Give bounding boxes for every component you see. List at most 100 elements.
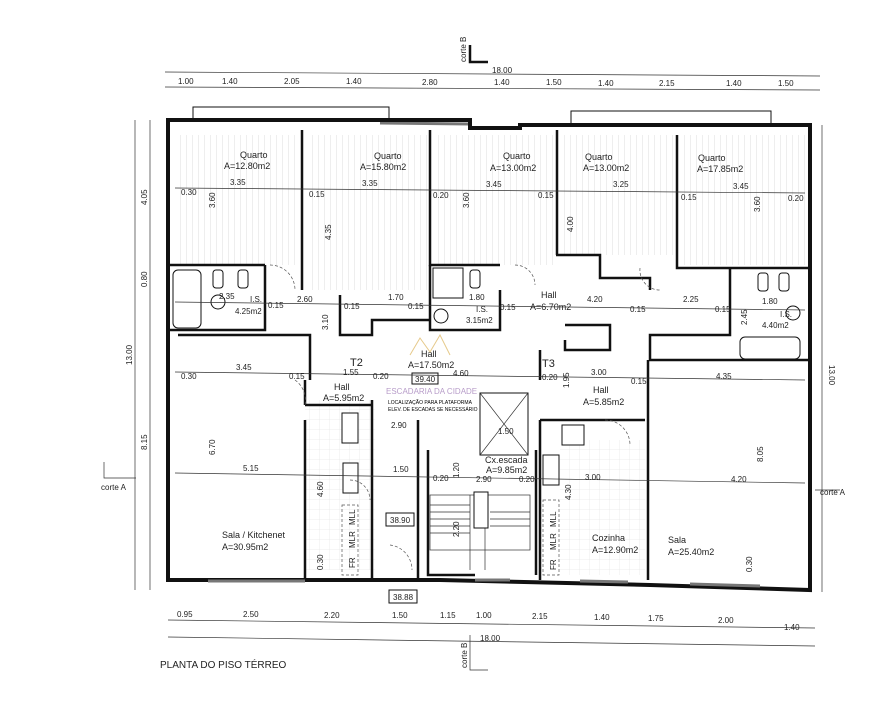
dimension-label: 4.35	[324, 224, 333, 240]
dimension-label: A=17.85m2	[697, 164, 743, 174]
room-sala-kitchenet: Sala / Kitchenet	[222, 530, 286, 540]
room-is-2: I.S.	[476, 305, 488, 314]
dimension-label: LOCALIZAÇÃO PARA PLATAFORMA	[388, 399, 473, 406]
dimension-label: 4.20	[587, 295, 603, 304]
dimension-label: A=17.50m2	[408, 360, 454, 370]
dimension-label: 0.30	[745, 556, 754, 572]
dimension-label: A=15.80m2	[360, 162, 406, 172]
toilet-icon	[757, 272, 769, 292]
dimension-label: 0.15	[715, 305, 731, 314]
room-cx-escada: Cx.escada	[485, 455, 528, 465]
dimension-label: 0.15	[538, 191, 554, 200]
dimension-label: 1.40	[494, 78, 510, 87]
interior-dimensions: 3.35 3.35 3.45 3.25 3.45 0.30 0.15 0.20 …	[174, 178, 806, 572]
dimension-label: 2.20	[324, 611, 340, 620]
room-quarto-1: Quarto	[240, 150, 268, 160]
dimension-label: 5.15	[243, 464, 259, 473]
dimension-label: 3.10	[321, 314, 330, 330]
dimension-label: ELEV. DE ESCADAS SE NECESSÁRIO	[388, 406, 478, 413]
dimension-label: 2.90	[391, 421, 407, 430]
dimension-label: 0.30	[316, 554, 325, 570]
room-hall-1: Hall	[541, 290, 557, 300]
dimension-label: 0.15	[344, 302, 360, 311]
room-quarto-3: Quarto	[503, 151, 531, 161]
dimension-label: 0.95	[177, 610, 193, 619]
room-is-3: I.S.	[780, 310, 792, 319]
dimension-label: 8.05	[756, 446, 765, 462]
room-hall-2: Hall	[421, 349, 437, 359]
dimension-label: 4.40m2	[762, 321, 789, 330]
dimension-label: A=13.00m2	[490, 163, 536, 173]
dimension-label: 6.70	[208, 439, 217, 455]
bidet-icon	[237, 269, 249, 289]
dimension-label: 0.20	[519, 475, 535, 484]
dimension-label: 1.40	[346, 77, 362, 86]
dimension-label: 2.00	[718, 616, 734, 625]
dimension-label: 3.45	[733, 182, 749, 191]
dimension-label: corte B	[459, 37, 468, 62]
dimension-label: 0.20	[788, 194, 804, 203]
top-dimensions: 18.00 1.00 1.40 2.05 1.40 2.80 1.40 1.50…	[164, 66, 821, 91]
dimension-label: A=13.00m2	[583, 163, 629, 173]
stove-icon	[341, 412, 359, 444]
dimension-label: 3.45	[236, 363, 252, 372]
dimension-label: A=5.85m2	[583, 397, 624, 407]
dimension-label: MLL	[348, 509, 357, 525]
appliance-labels: MLL MLR FR MLL MLR FR	[348, 509, 558, 570]
windows-bottom	[208, 578, 761, 588]
dimension-label: MLL	[549, 511, 558, 527]
dimension-label: 0.15	[630, 305, 646, 314]
bathtub-icon	[172, 269, 202, 329]
dimension-label: 3.35	[362, 179, 378, 188]
dimension-label: 13.00	[827, 365, 836, 386]
room-is-1: I.S.	[250, 295, 262, 304]
dimension-label: 1.40	[598, 79, 614, 88]
dimension-label: MLR	[549, 533, 558, 550]
dimension-label: 0.15	[268, 301, 284, 310]
kitchen-sink-icon	[342, 462, 359, 494]
sink-icon	[433, 308, 449, 324]
unit-label-t3: T3	[542, 358, 555, 370]
dimension-label: 0.15	[681, 193, 697, 202]
dimension-label: A=25.40m2	[668, 547, 714, 557]
dimension-label: 1.00	[178, 77, 194, 86]
dimension-label: 3.00	[585, 473, 601, 482]
dimension-label: 1.50	[498, 427, 514, 436]
room-sala: Sala	[668, 535, 686, 545]
dimension-label: 0.20	[433, 474, 449, 483]
room-quarto-4: Quarto	[585, 152, 613, 162]
dimension-label: 2.35	[219, 292, 235, 301]
dimension-label: 0.15	[631, 377, 647, 386]
dimension-label: 38.90	[390, 516, 411, 525]
fixtures	[172, 267, 801, 576]
section-marker-corte-b-bottom: corte B	[460, 635, 488, 671]
dimension-label: 2.45	[740, 309, 749, 325]
dimension-label: 18.00	[480, 634, 501, 643]
dimension-label: 1.95	[562, 372, 571, 388]
dimension-label: 0.20	[542, 373, 558, 382]
dimension-label: FR	[348, 557, 357, 568]
section-marker-corte-b-top: corte B	[459, 37, 488, 64]
dimension-label: 2.15	[659, 79, 675, 88]
dimension-label: 1.20	[452, 462, 461, 478]
dimension-label: corte A	[101, 483, 127, 492]
dimension-label: 0.15	[500, 303, 516, 312]
watermark-logo: ESCADARIA DA CIDADE	[386, 333, 477, 396]
dimension-label: 0.15	[289, 372, 305, 381]
dimension-label: 1.55	[343, 368, 359, 377]
dimension-label: 3.25	[613, 180, 629, 189]
dimension-label: 1.50	[393, 465, 409, 474]
dimension-label: 4.60	[453, 369, 469, 378]
dimension-label: 38.88	[393, 593, 414, 602]
sink-icon	[210, 294, 226, 310]
room-quarto-5: Quarto	[698, 153, 726, 163]
stove-icon	[561, 424, 585, 446]
room-hall-4: Hall	[593, 385, 609, 395]
dimension-label: 1.40	[594, 613, 610, 622]
dimension-label: 4.20	[731, 475, 747, 484]
dimension-label: 1.40	[222, 77, 238, 86]
bidet-icon	[778, 272, 790, 292]
kitchen-sink-icon	[542, 454, 560, 486]
shower-icon	[432, 267, 464, 299]
platform-note: LOCALIZAÇÃO PARA PLATAFORMA ELEV. DE ESC…	[388, 399, 478, 413]
